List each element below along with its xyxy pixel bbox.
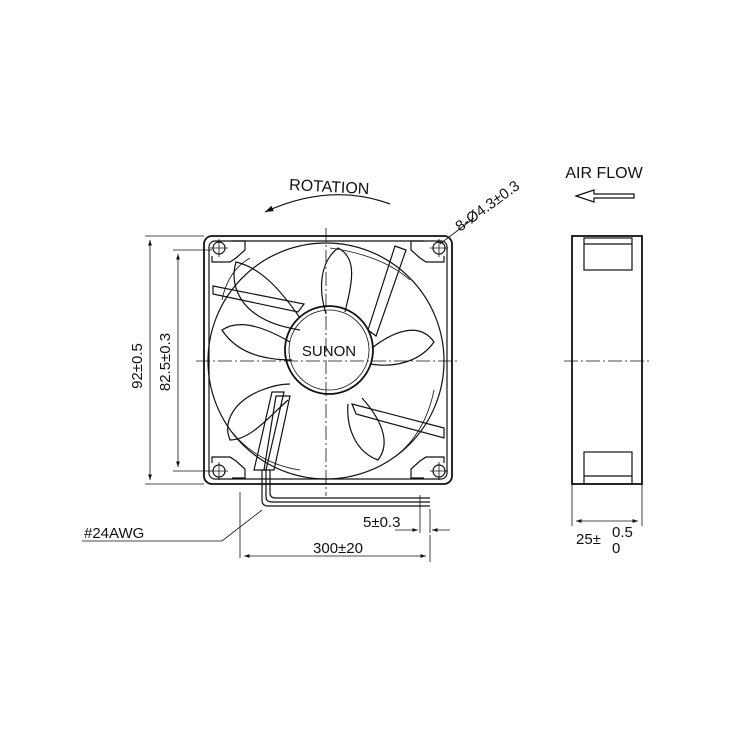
mount-hole-callout: 8-Ø4.3±0.3 — [439, 177, 523, 245]
depth-upper-tolerance: 0.5 — [612, 524, 633, 541]
hole-pitch-label: 82.5±0.3 — [157, 333, 174, 391]
mounting-hole-bottom-right — [410, 456, 448, 480]
front-view: SUNON — [196, 228, 460, 496]
rotation-indicator: ROTATION — [264, 177, 391, 213]
side-view: 25± 0.5 0 — [564, 235, 652, 557]
wire-gauge-label: #24AWG — [84, 525, 144, 542]
rotation-arrow — [264, 194, 391, 213]
mounting-holes — [210, 239, 448, 480]
mounting-hole-top-right — [410, 239, 448, 263]
fan-blades — [221, 247, 435, 471]
lead-wires: 5±0.3 300±20 #24AWG — [82, 470, 450, 562]
rotation-label: ROTATION — [289, 177, 370, 198]
air-flow-indicator: AIR FLOW — [565, 165, 644, 203]
strip-length-label: 5±0.3 — [363, 514, 400, 531]
mounting-hole-top-left — [210, 239, 246, 263]
air-flow-arrow — [574, 189, 635, 203]
fan-frame-outer — [203, 235, 453, 485]
hole-pitch-dimension: 82.5±0.3 — [157, 249, 212, 472]
fan-hub — [284, 305, 374, 395]
depth-label: 25± — [576, 531, 601, 548]
overall-height-label: 92±0.5 — [129, 343, 146, 389]
lead-length-label: 300±20 — [313, 540, 363, 557]
brand-label: SUNON — [302, 343, 356, 360]
height-dimension: 92±0.5 — [129, 235, 204, 485]
mounting-hole-bottom-left — [210, 456, 246, 480]
air-flow-label: AIR FLOW — [565, 165, 643, 182]
mount-holes-label: 8-Ø4.3±0.3 — [452, 177, 523, 235]
side-frame — [571, 235, 643, 485]
depth-lower-tolerance: 0 — [612, 540, 620, 557]
